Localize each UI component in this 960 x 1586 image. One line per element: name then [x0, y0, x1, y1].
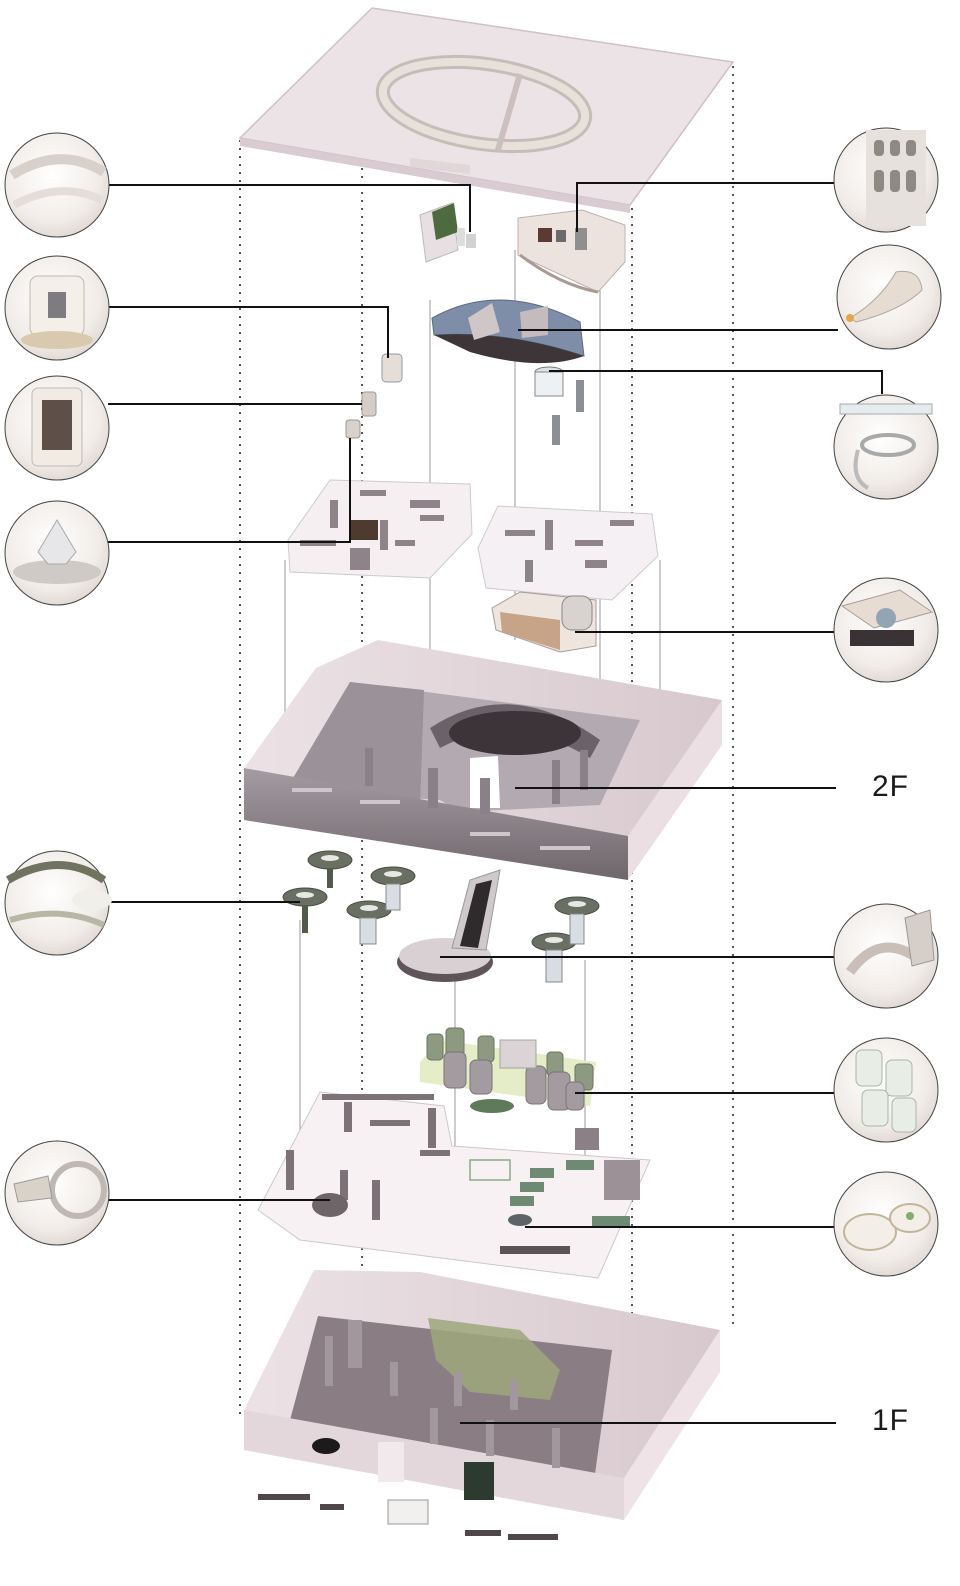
upper-fixtures — [345, 202, 626, 445]
floor-label-2f: 2F — [872, 770, 910, 803]
floor-label-1f: 1F — [872, 1404, 910, 1437]
round-display-table-detail-icon — [833, 1171, 939, 1277]
satellite-robot-detail-icon — [4, 1140, 110, 1246]
callouts-right — [833, 127, 942, 1277]
drawer-unit-detail-icon — [833, 577, 939, 683]
callouts-left — [4, 132, 112, 1246]
ring-ceiling-detail-icon — [4, 132, 110, 238]
floor-2f — [244, 640, 722, 880]
tank-group-detail-icon — [833, 1037, 939, 1143]
tank-group — [420, 1027, 596, 1113]
upper-furniture — [287, 479, 659, 653]
sunburst-canopy-detail-icon — [4, 850, 112, 956]
spiral-stair-detail-icon — [833, 903, 939, 1009]
lower-furniture — [257, 1091, 651, 1279]
ceiling-lamp-detail-icon — [833, 394, 939, 500]
display-kiosk-detail-icon — [4, 255, 110, 361]
crystal-chandelier-detail-icon — [4, 500, 110, 606]
cylinder-cabinet-detail-icon — [4, 375, 110, 481]
wall-panel-detail-icon — [833, 127, 939, 233]
roof-slab — [238, 7, 735, 213]
robot-arm-detail-icon — [836, 244, 942, 350]
entry-pieces — [258, 1494, 558, 1540]
floor-1f — [244, 1270, 720, 1520]
lower-fixtures — [282, 850, 600, 983]
leader-lines — [108, 182, 883, 1424]
